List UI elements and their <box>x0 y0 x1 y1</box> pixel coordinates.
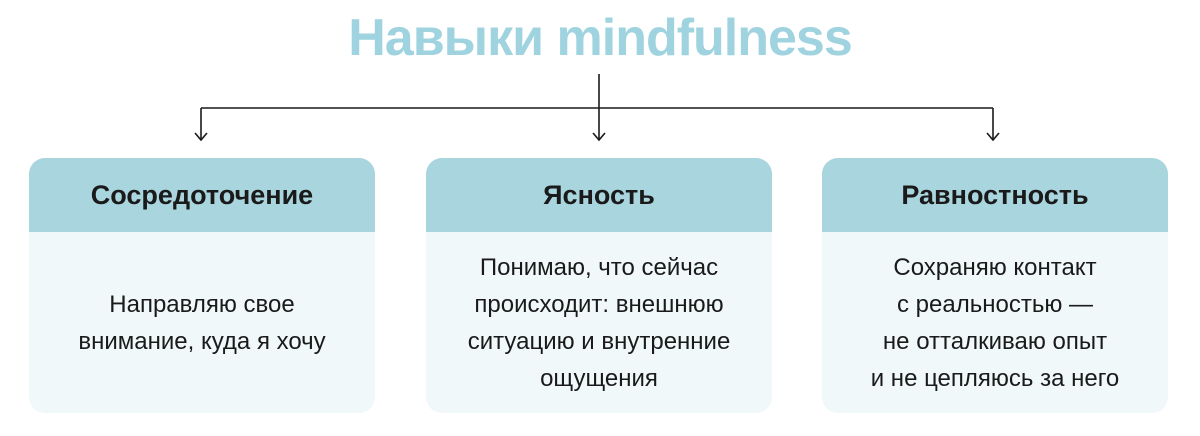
card-description: Понимаю, что сейчас происходит: внешнюю … <box>426 232 772 413</box>
card-description-line: происходит: внешнюю <box>474 290 724 318</box>
arrowhead-right-icon <box>986 132 1000 142</box>
card-description-line: с реальностью — <box>897 290 1093 318</box>
card-description: Сохраняю контакт с реальностью — не отта… <box>822 232 1168 413</box>
card-description-line: Сохраняю контакт <box>893 253 1097 281</box>
card-heading: Сосредоточение <box>29 158 375 232</box>
card-description-line: ситуацию и внутренние <box>467 327 731 355</box>
card-heading: Ясность <box>426 158 772 232</box>
arrowhead-center-icon <box>592 132 606 142</box>
card-description-line: Направляю свое <box>109 290 295 318</box>
card-heading: Равностность <box>822 158 1168 232</box>
card-description-line: внимание, куда я хочу <box>78 327 326 355</box>
card-concentration: Сосредоточение Направляю свое внимание, … <box>29 158 375 413</box>
diagram-title: Навыки mindfulness <box>348 9 853 67</box>
card-clarity: Ясность Понимаю, что сейчас происходит: … <box>426 158 772 413</box>
card-description-line: ощущения <box>540 364 658 392</box>
card-description-line: Понимаю, что сейчас <box>479 253 719 281</box>
card-description-line: не отталкиваю опыт <box>882 327 1108 355</box>
card-description: Направляю свое внимание, куда я хочу <box>29 232 375 413</box>
card-equanimity: Равностность Сохраняю контакт с реальнос… <box>822 158 1168 413</box>
arrowhead-left-icon <box>194 132 208 142</box>
card-description-line: и не цепляюсь за него <box>870 364 1120 392</box>
